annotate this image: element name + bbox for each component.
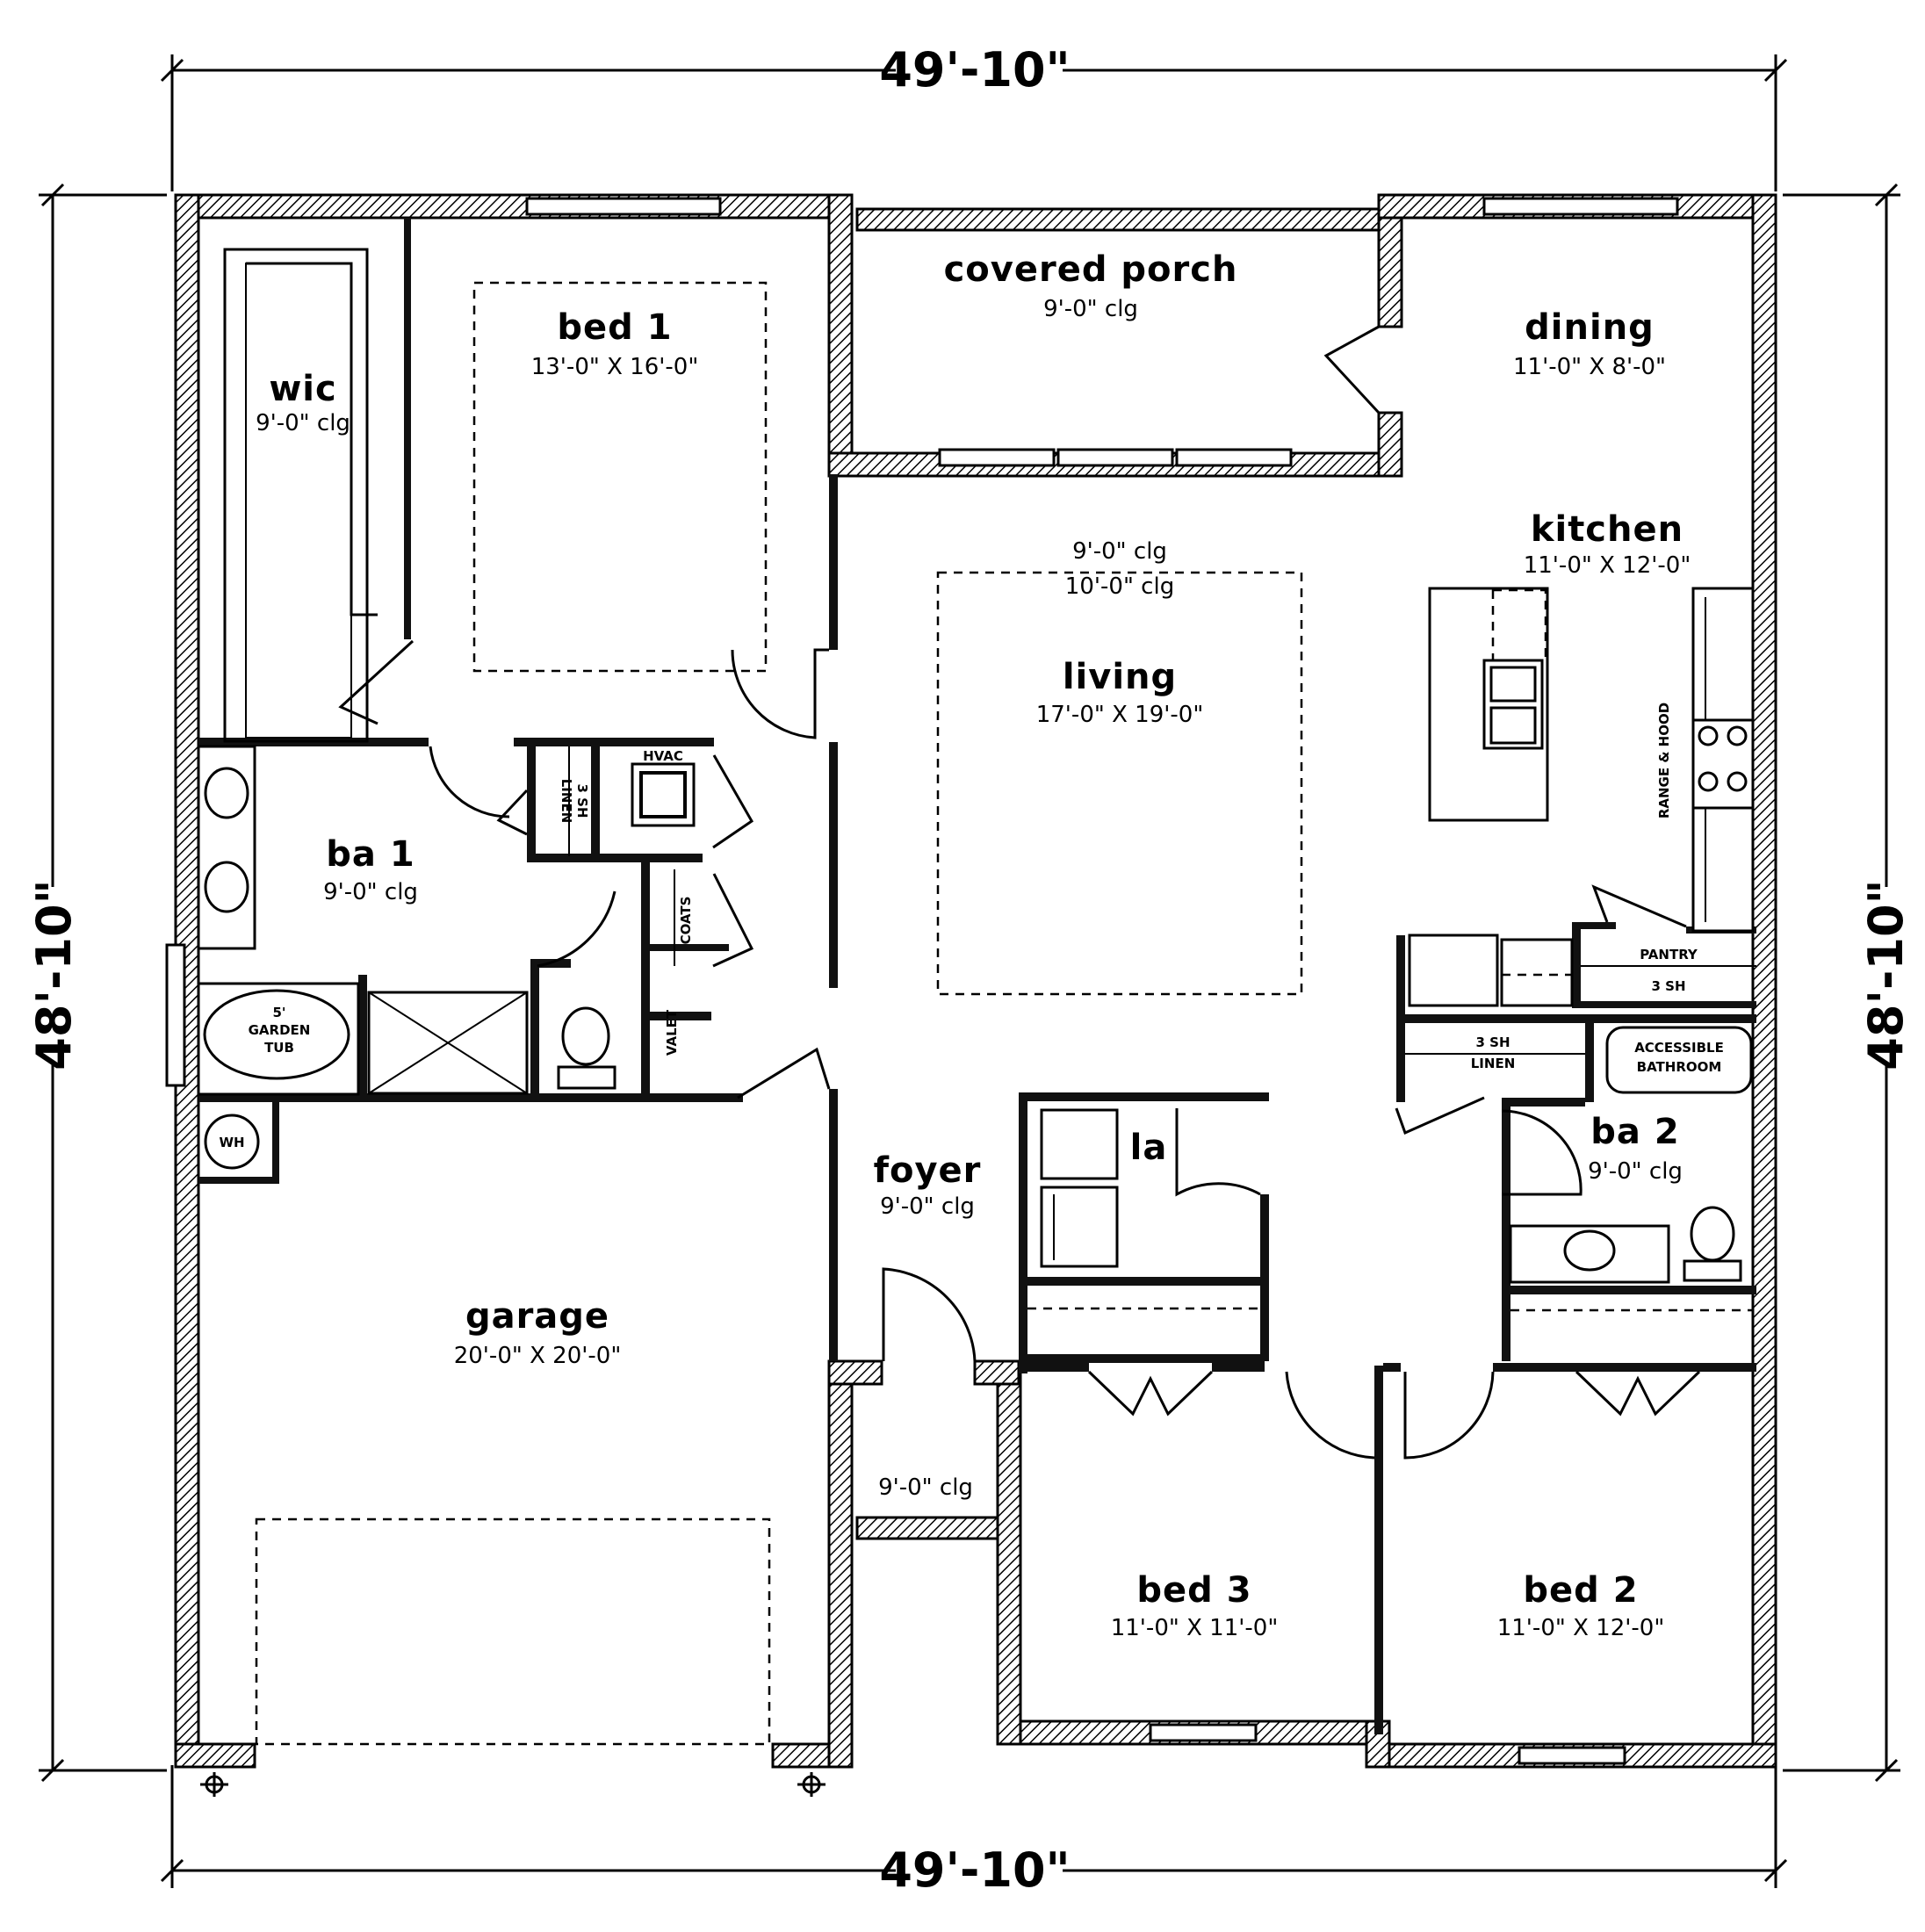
accessible-label-2: BATHROOM [1637, 1059, 1722, 1075]
room-bed2: bed 2 11'-0" X 12'-0" [1497, 1570, 1665, 1641]
linen2-shelf-label: 3 SH [1475, 1034, 1510, 1050]
top-dimension-label: 49'-10" [879, 42, 1070, 97]
dining-name: dining [1525, 307, 1655, 348]
room-foyer: foyer 9'-0" clg [874, 1150, 982, 1220]
living-name: living [1063, 657, 1177, 697]
pantry-shelf-label: 3 SH [1651, 978, 1685, 994]
bed1-size: 13'-0" X 16'-0" [531, 354, 699, 380]
kitchen-name: kitchen [1531, 509, 1683, 550]
doors [338, 325, 1701, 1460]
room-kitchen: kitchen 11'-0" X 12'-0" [1524, 509, 1691, 579]
entry-ceiling: 9'-0" clg [878, 1474, 973, 1501]
accessible-label-1: ACCESSIBLE [1634, 1040, 1724, 1056]
fixture-labels: HVAC LINEN 3 SH COATS VALET 5' GARDEN TU… [219, 703, 1723, 1150]
bottom-dimension-label: 49'-10" [879, 1842, 1070, 1898]
living-ceiling-1: 9'-0" clg [1072, 538, 1167, 565]
room-garage: garage 20'-0" X 20'-0" [454, 1296, 622, 1369]
room-porch: covered porch 9'-0" clg [944, 249, 1238, 322]
exterior-lights [200, 1772, 826, 1797]
kitchen-size: 11'-0" X 12'-0" [1524, 552, 1691, 579]
porch-name: covered porch [944, 249, 1238, 290]
room-dining: dining 11'-0" X 8'-0" [1513, 307, 1666, 380]
wic-ceiling: 9'-0" clg [256, 410, 350, 436]
valet-label: VALET [664, 1009, 680, 1056]
dimension-left: 48'-10" [26, 183, 167, 1783]
garage-name: garage [465, 1296, 609, 1337]
foyer-ceiling: 9'-0" clg [880, 1193, 975, 1220]
ba1-ceiling: 9'-0" clg [323, 879, 418, 905]
fixtures [197, 248, 1756, 1746]
garage-size: 20'-0" X 20'-0" [454, 1343, 622, 1369]
linen2-label: LINEN [1471, 1056, 1516, 1071]
room-wic: wic 9'-0" clg [256, 369, 350, 436]
wic-name: wic [269, 369, 336, 409]
linen-label: LINEN [559, 779, 574, 824]
range-label: RANGE & HOOD [1656, 703, 1672, 818]
ba1-name: ba 1 [326, 834, 415, 875]
living-ceiling-2: 10'-0" clg [1065, 573, 1174, 600]
bed1-name: bed 1 [557, 307, 672, 348]
bed2-name: bed 2 [1523, 1570, 1638, 1611]
bed2-size: 11'-0" X 12'-0" [1497, 1615, 1665, 1641]
room-laundry: la [1130, 1128, 1168, 1168]
water-heater-label: WH [219, 1135, 244, 1150]
coats-label: COATS [678, 897, 694, 945]
right-dimension-label: 48'-10" [1858, 879, 1914, 1070]
laundry-name: la [1130, 1128, 1168, 1168]
bed3-name: bed 3 [1136, 1570, 1251, 1611]
tub-label-2: GARDEN [249, 1022, 311, 1038]
living-size: 17'-0" X 19'-0" [1036, 702, 1204, 728]
ba2-ceiling: 9'-0" clg [1588, 1158, 1683, 1185]
dimension-top: 49'-10" [160, 42, 1788, 191]
foyer-name: foyer [874, 1150, 982, 1191]
room-bed3: bed 3 11'-0" X 11'-0" [1111, 1570, 1279, 1641]
pantry-label: PANTRY [1640, 947, 1698, 962]
porch-ceiling: 9'-0" clg [1043, 296, 1138, 322]
room-entry: 9'-0" clg [878, 1474, 973, 1501]
windows [165, 197, 1679, 1765]
left-dimension-label: 48'-10" [26, 879, 82, 1070]
room-ba2: ba 2 9'-0" clg [1588, 1112, 1683, 1185]
tub-label-1: 5' [272, 1005, 285, 1020]
linen-shelf-label: 3 SH [574, 783, 590, 818]
ba2-name: ba 2 [1590, 1112, 1679, 1152]
dimension-bottom: 49'-10" [160, 1765, 1788, 1898]
room-living: 9'-0" clg 10'-0" clg living 17'-0" X 19'… [1036, 538, 1204, 728]
tub-label-3: TUB [264, 1040, 294, 1056]
dining-size: 11'-0" X 8'-0" [1513, 354, 1666, 380]
room-bed1: bed 1 13'-0" X 16'-0" [531, 307, 699, 380]
dimension-right: 48'-10" [1783, 183, 1914, 1783]
bed3-size: 11'-0" X 11'-0" [1111, 1615, 1279, 1641]
room-ba1: ba 1 9'-0" clg [323, 834, 418, 905]
hvac-label: HVAC [643, 748, 683, 764]
